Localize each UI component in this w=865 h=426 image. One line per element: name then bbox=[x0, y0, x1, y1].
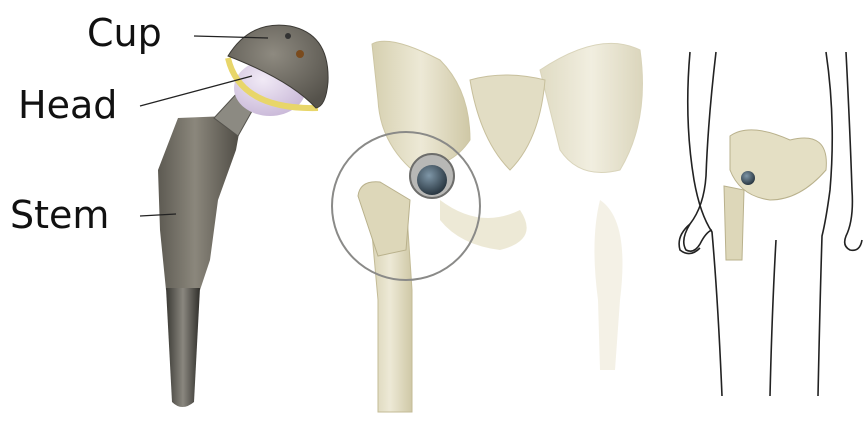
mini-femur bbox=[724, 186, 744, 260]
femur-right bbox=[594, 200, 622, 370]
implant-components bbox=[140, 25, 328, 407]
head-label: Head bbox=[18, 86, 117, 124]
pubic-bone bbox=[440, 200, 527, 250]
mini-implant-ball bbox=[741, 171, 755, 185]
body-outline-left bbox=[688, 52, 722, 396]
inner-leg-line bbox=[770, 240, 776, 396]
stem-body bbox=[158, 116, 240, 290]
cup-screw-hole bbox=[296, 50, 304, 58]
arm-right bbox=[845, 52, 862, 250]
stem-label: Stem bbox=[10, 196, 109, 234]
mini-pelvis bbox=[730, 130, 826, 200]
cup-screw-hole bbox=[285, 33, 291, 39]
iliac-wing-left bbox=[372, 41, 470, 168]
stem-taper bbox=[166, 288, 200, 407]
body-outline-right bbox=[818, 52, 832, 396]
body-silhouette bbox=[679, 52, 862, 396]
greater-trochanter bbox=[358, 182, 410, 256]
iliac-wing-right bbox=[540, 43, 643, 172]
cup-label: Cup bbox=[87, 14, 162, 52]
prosthetic-ball bbox=[417, 165, 447, 195]
sacrum bbox=[470, 75, 545, 170]
pelvis-closeup bbox=[332, 41, 643, 412]
